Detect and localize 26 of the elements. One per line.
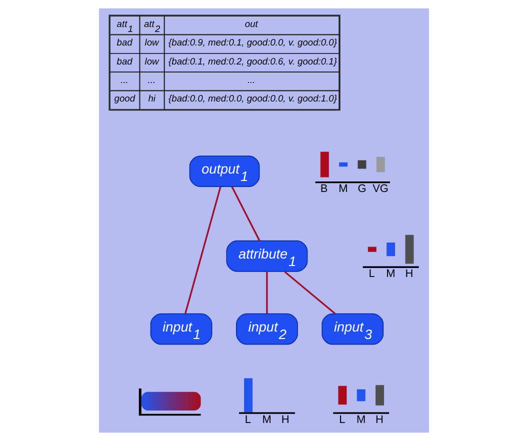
- label: ...: [148, 74, 156, 85]
- label: {bad:0.9, med:0.1, good:0.0, v. good:0.0}: [168, 38, 337, 48]
- node-label: H: [281, 414, 290, 426]
- label: low: [144, 38, 159, 48]
- node-label: M: [338, 182, 348, 195]
- label: low: [144, 56, 159, 66]
- label: {bad:0.1, med:0.2, good:0.6, v. good:0.1}: [168, 56, 337, 66]
- node-label: L: [339, 414, 346, 426]
- node-label: M: [356, 414, 366, 426]
- label: good: [114, 94, 136, 104]
- node-label: L: [244, 414, 252, 426]
- label: ...: [120, 74, 128, 85]
- label: hi: [148, 94, 156, 104]
- node-label: H: [376, 414, 384, 426]
- node-label: M: [386, 268, 396, 280]
- label: {bad:0.0, med:0.0, good:0.0, v. good:1.0}: [168, 94, 337, 104]
- node-label: H: [405, 268, 414, 280]
- label: bad: [116, 56, 132, 66]
- node-label: VG: [372, 182, 389, 195]
- node-label: G: [358, 182, 366, 195]
- label: bad: [116, 38, 132, 48]
- label: ...: [247, 74, 256, 85]
- node-label: M: [262, 414, 272, 426]
- label: out: [244, 18, 258, 29]
- node-label: B: [320, 182, 328, 195]
- node-label: L: [368, 268, 375, 280]
